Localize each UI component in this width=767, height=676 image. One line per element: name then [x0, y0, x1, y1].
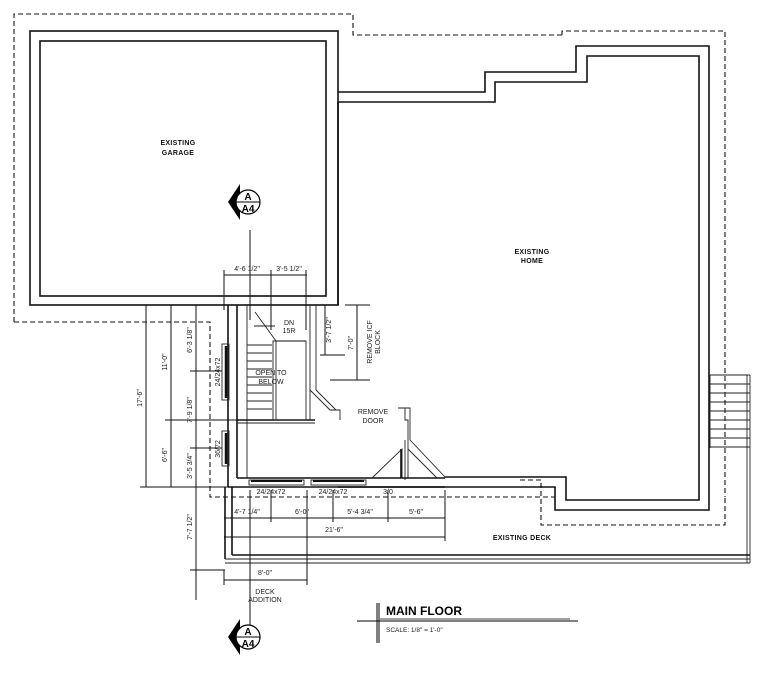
window-left-upper: 24/24x72 [215, 357, 222, 386]
dim-right-stair: 3'-7 1/2" [326, 317, 333, 343]
window-left-lower: 36/72 [215, 440, 222, 458]
dim-bottom-overall: 21'-6" [325, 527, 343, 534]
existing-deck [225, 374, 751, 564]
section-marker-bottom: A A4 [228, 619, 261, 655]
dim-bottom-4: 5'-6" [409, 509, 423, 516]
deck-addition-1: DECK [255, 589, 275, 596]
windows [221, 343, 367, 486]
home-structure [337, 30, 726, 526]
drawing-scale: SCALE: 1/8" = 1'-0" [386, 627, 443, 634]
dimension-lines [140, 230, 446, 625]
remove-door-2: DOOR [363, 418, 384, 425]
dim-left-inner-2: 7'-9 1/8" [187, 397, 194, 423]
remove-block-2: BLOCK [375, 330, 382, 354]
section-marker-garage: A A4 [228, 184, 261, 220]
home-label-1: EXISTING [514, 249, 549, 256]
section-marker-garage-top: A [244, 192, 251, 203]
dim-deck-width: 8'-0" [258, 570, 272, 577]
home-label-2: HOME [521, 258, 543, 265]
dim-left-overall: 17'-6" [137, 389, 144, 407]
section-marker-bottom-bottom: A4 [242, 639, 255, 650]
deck-label: EXISTING DECK [493, 535, 551, 542]
window-bottom-1: 24/24x72 [257, 489, 286, 496]
dim-top-1: 4'-6 1/2" [234, 266, 260, 273]
remove-block-1: REMOVE ICF [367, 320, 374, 364]
dim-left-mid-1: 11'-0" [162, 353, 169, 371]
section-marker-bottom-top: A [244, 627, 251, 638]
dim-left-lower: 7'-7 1/2" [187, 514, 194, 540]
addition-structure [224, 305, 750, 559]
dim-left-mid-2: 6'-6" [162, 448, 169, 462]
garage-label-1: EXISTING [160, 140, 195, 147]
dim-left-inner-3: 3'-5 3/4" [187, 453, 194, 479]
remove-door-1: REMOVE [358, 409, 389, 416]
dim-left-inner-1: 6'-3 1/8" [187, 327, 194, 353]
garage-label-2: GARAGE [162, 150, 195, 157]
drawing-title: MAIN FLOOR [386, 604, 462, 618]
garage-structure [13, 13, 562, 498]
title-block: MAIN FLOOR SCALE: 1/8" = 1'-0" [357, 603, 578, 643]
dim-top-2: 3'-5 1/2" [276, 266, 302, 273]
dim-bottom-2: 6'-0" [295, 509, 309, 516]
window-bottom-2: 24/24x72 [319, 489, 348, 496]
dim-bottom-1: 4'-7 1/4" [234, 509, 260, 516]
open-to-below-1: OPEN TO [255, 370, 287, 377]
section-marker-garage-bottom: A4 [242, 204, 255, 215]
interior-stairs [247, 311, 277, 410]
dim-right-block: 7'-0" [348, 336, 355, 350]
dim-bottom-3: 5'-4 3/4" [347, 509, 373, 516]
stair-dn: DN [284, 320, 294, 327]
deck-stairs [709, 374, 750, 448]
stair-risers: 15R [283, 328, 296, 335]
door-size: 3/0 [383, 489, 393, 496]
open-to-below-2: BELOW [258, 379, 284, 386]
deck-addition-2: ADDITION [248, 597, 281, 604]
